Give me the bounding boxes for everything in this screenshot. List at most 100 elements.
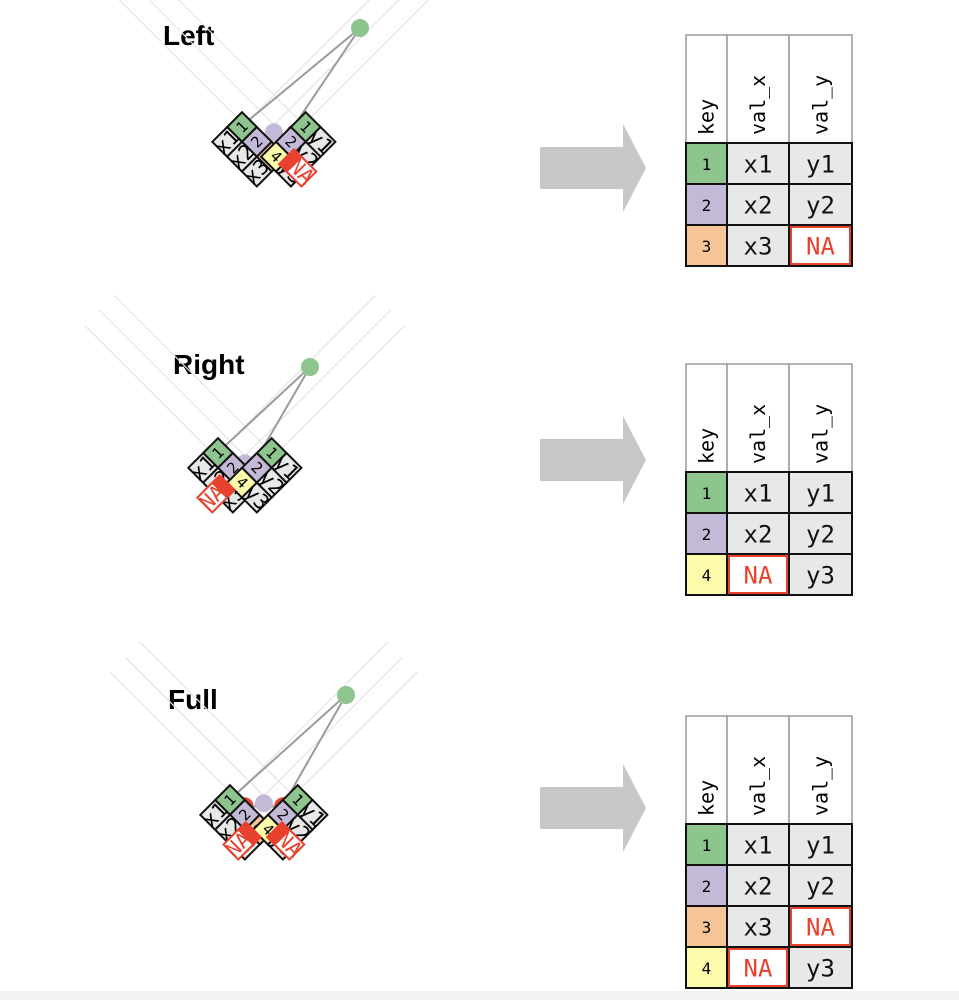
result-value-label: x1	[744, 151, 773, 179]
result-value-label: y1	[806, 480, 835, 508]
result-value-cell	[788, 224, 853, 267]
panel-left: Left123x1x2x3124y1y2y3NAkeyval_xval_y1x1…	[118, 0, 853, 267]
result-key-label: 3	[702, 237, 712, 256]
header-label: key	[695, 99, 719, 135]
match-node-key2	[254, 794, 273, 813]
grid-line	[251, 657, 403, 808]
result-value-label: x2	[744, 192, 773, 220]
result-key-label: 3	[702, 918, 712, 937]
result-value-cell	[788, 471, 853, 514]
connector-key1	[248, 27, 361, 121]
result-value-label: y1	[806, 151, 835, 179]
panel-full: Full123x1x2x3124y1y2y3NANAkeyval_xval_y1…	[110, 642, 853, 989]
grid-line	[113, 295, 265, 446]
panel-title: Full	[168, 684, 218, 715]
grid-line	[225, 295, 376, 446]
match-node-key1	[301, 358, 319, 376]
result-arrow	[540, 416, 646, 504]
result-value-label: NA	[806, 914, 835, 942]
result-value-label: x1	[744, 480, 773, 508]
result-table: key val_x val_y 1 x1 y1 2 x2 y2 4 NA y3	[685, 363, 853, 596]
result-key-label: 2	[702, 877, 712, 896]
y-value-cell	[240, 481, 274, 514]
header-cell	[685, 363, 728, 473]
result-na-border	[790, 907, 851, 946]
result-value-label: y2	[806, 192, 835, 220]
y-na-value-cell	[285, 155, 318, 188]
result-arrow	[540, 764, 646, 852]
result-value-cell	[726, 823, 790, 866]
panel-title: Left	[163, 20, 214, 51]
grid-line	[239, 310, 391, 461]
header-label: val_y	[809, 75, 833, 135]
grid-line	[125, 657, 276, 808]
match-node-key1	[337, 686, 355, 704]
header-label: val_x	[746, 756, 770, 816]
result-value-label: y2	[806, 521, 835, 549]
result-value-cell	[788, 553, 853, 596]
result-key-cell	[685, 183, 728, 226]
result-value-label: y2	[806, 873, 835, 901]
result-value-label: y3	[806, 955, 835, 983]
result-key-cell	[685, 471, 728, 514]
connector-key1	[236, 694, 347, 794]
bottom-scroll-strip	[0, 991, 959, 1000]
result-value-label: x1	[744, 832, 773, 860]
result-key-label: 2	[702, 196, 712, 215]
result-key-label: 1	[702, 155, 712, 174]
x-value-cell	[240, 155, 274, 188]
header-label: val_y	[809, 756, 833, 816]
grid	[84, 295, 406, 476]
grid-line	[139, 642, 291, 793]
result-value-cell	[726, 183, 790, 226]
grid-line	[263, 0, 400, 135]
match-node-key1	[351, 19, 369, 37]
header-cell	[726, 34, 790, 144]
match-node-key2	[264, 123, 283, 142]
grid-line	[99, 310, 250, 461]
panel-title: Right	[173, 349, 245, 380]
header-cell	[788, 715, 853, 825]
result-value-label: x2	[744, 521, 773, 549]
header-cell	[726, 363, 790, 473]
result-value-label: x2	[744, 873, 773, 901]
grid-line	[249, 0, 370, 120]
result-key-cell	[685, 905, 728, 948]
header-cell	[788, 363, 853, 473]
result-value-cell	[726, 512, 790, 555]
header-cell	[685, 34, 728, 144]
header-label: val_y	[809, 404, 833, 464]
result-value-label: NA	[744, 562, 773, 590]
result-key-label: 4	[702, 959, 712, 978]
result-value-cell	[726, 142, 790, 185]
result-value-label: x3	[744, 914, 773, 942]
grid-line	[148, 0, 284, 135]
result-key-cell	[685, 512, 728, 555]
y-na-value-cell	[273, 828, 306, 861]
header-cell	[726, 715, 790, 825]
header-label: val_x	[746, 404, 770, 464]
x-na-value-cell	[196, 481, 229, 514]
header-label: key	[695, 428, 719, 464]
result-arrow	[540, 124, 646, 212]
header-cell	[685, 715, 728, 825]
result-key-label: 4	[702, 566, 712, 585]
result-value-label: NA	[806, 233, 835, 261]
result-value-label: y3	[806, 562, 835, 590]
x-na-value-cell	[222, 828, 255, 861]
result-na-border	[790, 226, 851, 265]
panel-right: Right123x1x2x3124y1y2y3NAkeyval_xval_y1x…	[84, 295, 853, 596]
result-value-label: y1	[806, 832, 835, 860]
result-key-cell	[685, 553, 728, 596]
header-label: val_x	[746, 75, 770, 135]
result-key-label: 2	[702, 525, 712, 544]
header-label: key	[695, 780, 719, 816]
result-value-label: NA	[744, 955, 773, 983]
grid-line	[177, 0, 299, 120]
result-key-label: 1	[702, 484, 712, 503]
result-key-cell	[685, 224, 728, 267]
result-na-border	[728, 948, 788, 987]
